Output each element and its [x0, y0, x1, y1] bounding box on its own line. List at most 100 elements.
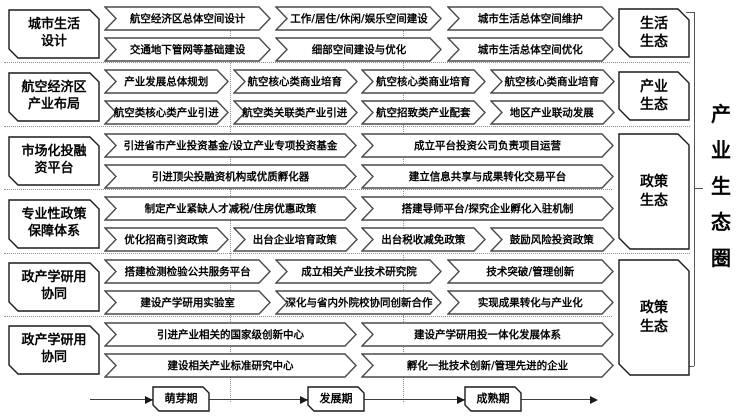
process-arrow-label: 交通地下管网等基础建设 [129, 44, 246, 56]
row-label: 政产学研用协同 [21, 333, 86, 367]
diagram-row: 城市生活设计航空经济区总体空间设计工作/居住/休闲/娱乐空间建设城市生活总体空间… [0, 6, 741, 62]
arrow-area: 航空经济区总体空间设计工作/居住/休闲/娱乐空间建设城市生活总体空间维护交通地下… [104, 6, 614, 62]
process-arrow-label: 城市生活总体空间维护 [477, 13, 583, 25]
row-label-line: 政产学研用 [21, 270, 87, 286]
row-label-line: 资平台 [34, 161, 74, 176]
process-arrow-label: 深化与省内外院校协同创新合作 [285, 297, 433, 309]
row-separator [4, 126, 690, 127]
row-label: 政产学研用协同 [21, 270, 86, 304]
row-separator [4, 189, 612, 190]
process-arrow-label: 技术突破/管理创新 [486, 266, 575, 278]
ecosystem-label: 生活生态 [640, 15, 668, 51]
row-label-box: 市场化投融资平台 [8, 136, 100, 186]
process-arrow: 航空招致类产业配套 [361, 100, 486, 125]
arrow-line: 建设相关产业标准研究中心 孵化一批技术创新/管理先进的企业 [104, 353, 614, 378]
title-char: 产 [711, 102, 731, 126]
ecosystem-label-line: 生态 [640, 192, 668, 209]
row-label-line: 协同 [40, 350, 67, 365]
process-arrow: 建设产学研用投一体化发展体系 [361, 322, 614, 347]
arrow-area: 引进产业相关的国家级创新中心建设产学研用投一体化发展体系建设相关产业标准研究中心… [104, 322, 614, 378]
arrow-line: 引进省市产业投资基金/设立产业专项投资基金 成立平台投资公司负责项目运营 [104, 133, 614, 158]
title-char: 圈 [711, 246, 731, 270]
phase-label: 成熟期 [476, 391, 510, 405]
process-arrow: 孵化一批技术创新/管理先进的企业 [361, 353, 614, 378]
process-arrow: 建设相关产业标准研究中心 [104, 353, 357, 378]
row-label: 市场化投融资平台 [21, 144, 86, 178]
bracket-bottom-tick [686, 366, 694, 367]
process-arrow-label: 建立信息共享与成果转化交易平台 [408, 171, 567, 183]
diagram-row: 政产学研用协同 搭建检测检验公共服务平台 成立相关产业技术研究院 技术突破/管理创新建… [0, 259, 741, 315]
process-arrow-label: 孵化一批技术创新/管理先进的企业 [406, 360, 569, 372]
process-arrow: 制定产业紧缺人才减税/住房优惠政策 [104, 196, 357, 221]
arrow-line: 交通地下管网等基础建设 细部空间建设与优化 城市生活总体空间优化 [104, 37, 614, 62]
process-arrow: 航空经济区总体空间设计 [104, 6, 271, 31]
process-arrow: 出台企业培育政策 [232, 227, 358, 252]
process-arrow: 深化与省内外院校协同创新合作 [275, 290, 443, 315]
process-arrow-label: 细部空间建设与优化 [311, 44, 407, 56]
process-arrow: 鼓励风险投资政策 [489, 227, 615, 252]
row-separator [4, 62, 690, 63]
title-char: 业 [711, 138, 731, 162]
row-label-line: 产业布局 [27, 97, 80, 112]
diagram-row: 市场化投融资平台 引进省市产业投资基金/设立产业专项投资基金 成立平台投资公司负责项… [0, 133, 741, 189]
process-arrow-label: 成立相关产业技术研究院 [301, 266, 417, 278]
arrowhead-icon [590, 395, 598, 404]
phase-box-growth: 发展期 [307, 386, 365, 412]
ecosystem-label-line: 政策 [640, 300, 668, 317]
bracket-middle-tick [695, 188, 703, 189]
ecosystem-box: 产业生态 [618, 71, 690, 121]
row-label: 专业性政策保障体系 [21, 207, 86, 241]
process-arrow: 成立平台投资公司负责项目运营 [361, 133, 614, 158]
process-arrow-label: 建设产学研用实验室 [140, 297, 235, 309]
arrow-line: 引进顶尖投融资机构或优质孵化器 建立信息共享与成果转化交易平台 [104, 164, 614, 189]
arrow-area: 产业发展总体规划航空核心类商业培育航空核心类商业培育航空核心类商业培育航空类核心… [104, 69, 615, 125]
process-arrow-label: 制定产业紧缺人才减税/住房优惠政策 [144, 203, 317, 215]
row-label-box: 城市生活设计 [8, 9, 100, 59]
process-arrow-label: 航空类关联类产业引进 [242, 107, 348, 119]
process-arrow: 城市生活总体空间优化 [446, 37, 614, 62]
process-arrow-label: 搭建导师平台/探究企业孵化入驻机制 [401, 203, 574, 215]
process-arrow-label: 成立平台投资公司负责项目运营 [414, 140, 561, 152]
process-arrow-label: 航空核心类商业培育 [504, 76, 600, 88]
ecosystem-label: 政策生态 [640, 299, 668, 335]
process-arrow: 引进省市产业投资基金/设立产业专项投资基金 [104, 133, 357, 158]
process-arrow: 城市生活总体空间维护 [446, 6, 614, 31]
diagram-row: 专业性政策保障体系 制定产业紧缺人才减税/住房优惠政策 搭建导师平台/探究企业孵化入… [0, 196, 741, 252]
process-arrow: 细部空间建设与优化 [275, 37, 443, 62]
arrow-line: 搭建检测检验公共服务平台 成立相关产业技术研究院 技术突破/管理创新 [104, 259, 614, 284]
ecosystem-box: 政策生态 [618, 133, 690, 250]
ecosystem-box: 生活生态 [618, 8, 690, 58]
arrowhead-icon [457, 395, 465, 404]
row-label-line: 航空经济区 [21, 80, 87, 96]
row-label-line: 协同 [40, 287, 67, 302]
process-arrow-label: 航空招致类产业配套 [376, 107, 471, 119]
ecosystem-label-line: 生态 [640, 97, 668, 113]
process-arrow-label: 搭建检测检验公共服务平台 [124, 266, 251, 278]
ecosystem-label-line: 生态 [640, 318, 668, 335]
row-label-line: 设计 [40, 34, 67, 49]
process-arrow: 引进顶尖投融资机构或优质孵化器 [104, 164, 357, 189]
arrow-line: 航空经济区总体空间设计工作/居住/休闲/娱乐空间建设城市生活总体空间维护 [104, 6, 614, 31]
ecosystem-label-line: 产业 [640, 78, 668, 95]
bracket [694, 12, 695, 366]
title-char: 生 [711, 174, 731, 198]
row-label-box: 航空经济区产业布局 [8, 72, 100, 122]
process-arrow-label: 引进省市产业投资基金/设立产业专项投资基金 [123, 140, 338, 152]
row-label-box: 专业性政策保障体系 [8, 199, 100, 249]
process-arrow: 实现成果转化与产业化 [446, 290, 614, 315]
ecosystem-box: 政策生态 [618, 259, 690, 376]
ecosystem-label-line: 生活 [640, 15, 668, 32]
process-arrow-label: 航空核心类商业培育 [247, 76, 343, 88]
process-arrow: 建设产学研用实验室 [104, 290, 271, 315]
process-arrow-label: 地区产业联动发展 [509, 107, 594, 119]
diagram-row: 航空经济区产业布局产业发展总体规划航空核心类商业培育航空核心类商业培育航空核心类… [0, 69, 741, 125]
arrowhead-icon [300, 395, 308, 404]
arrow-area: 制定产业紧缺人才减税/住房优惠政策搭建导师平台/探究企业孵化入驻机制优化招商引资… [104, 196, 615, 252]
process-arrow: 出台税收减免政策 [361, 227, 486, 252]
process-arrow-label: 城市生活总体空间优化 [477, 44, 583, 56]
process-arrow: 产业发展总体规划 [104, 69, 229, 94]
process-arrow: 成立相关产业技术研究院 [275, 259, 443, 284]
row-label-line: 专业性政策 [21, 207, 87, 223]
process-arrow: 航空类关联类产业引进 [232, 100, 358, 125]
